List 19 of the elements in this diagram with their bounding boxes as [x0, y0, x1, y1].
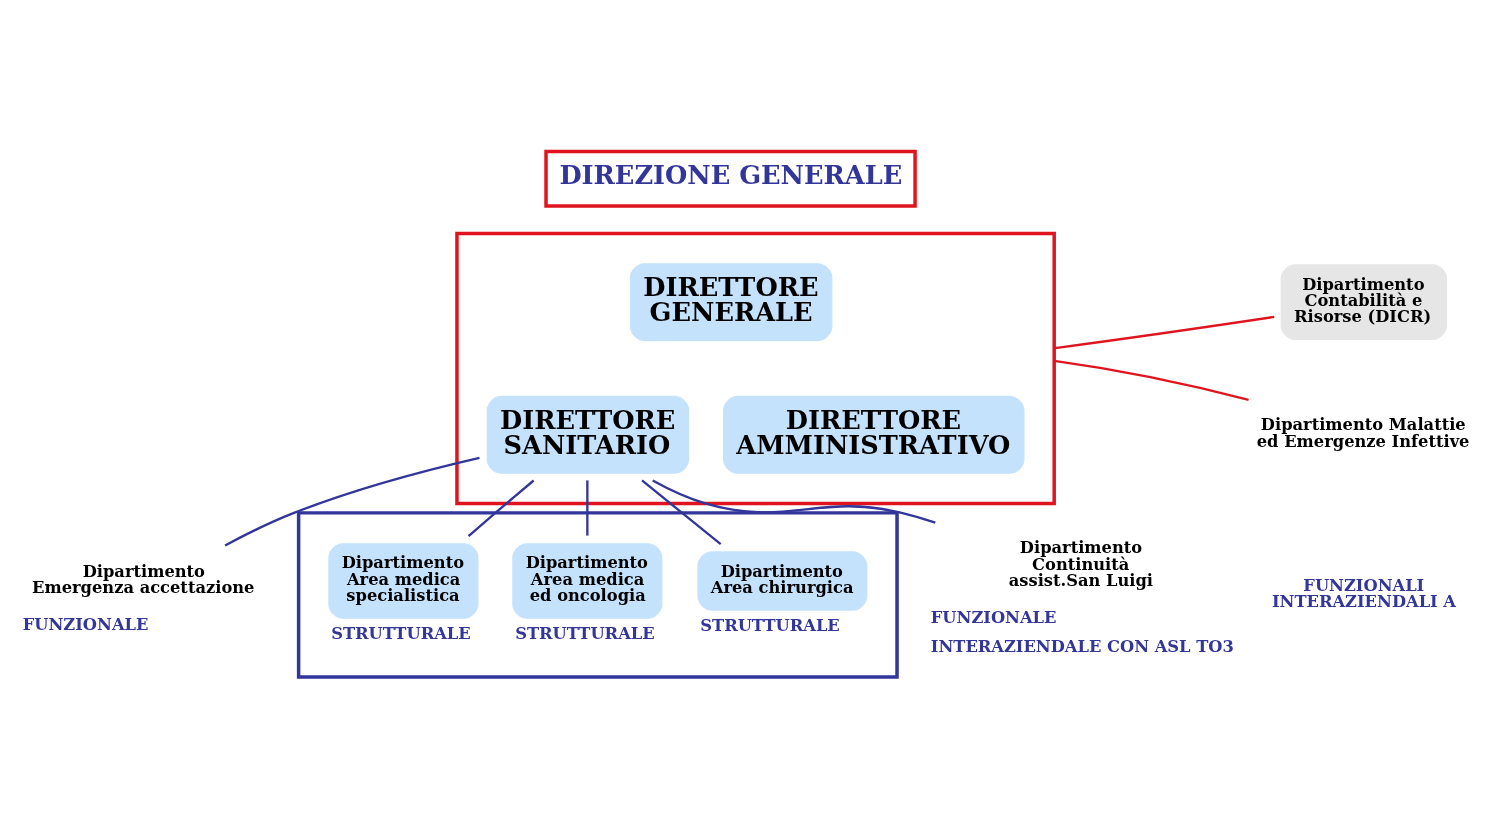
node-label: FUNZIONALE [22, 615, 149, 635]
node-label: STRUTTURALE [515, 624, 655, 644]
node-label: INTERAZIENDALE CON ASL TO3 [930, 637, 1234, 657]
node-label: FUNZIONALE [930, 608, 1057, 628]
connector [467, 479, 535, 537]
cluster [455, 231, 1056, 506]
node-text: Dipartimento Continuità assist.San Luigi [1008, 538, 1154, 590]
node-label: STRUTTURALE [331, 624, 471, 644]
cluster [296, 511, 899, 679]
connector [1054, 315, 1275, 350]
node-text: Dipartimento Emergenza accettazione [32, 561, 255, 597]
connector [641, 479, 722, 546]
connector [1054, 359, 1249, 402]
connector [224, 456, 480, 547]
connector [586, 480, 589, 536]
connector [652, 479, 936, 524]
node-label: STRUTTURALE [700, 616, 840, 636]
node-text: Dipartimento Malattie ed Emergenze Infettive [1256, 415, 1470, 451]
label: FUNZIONALI INTERAZIENDALI A [1271, 575, 1457, 611]
